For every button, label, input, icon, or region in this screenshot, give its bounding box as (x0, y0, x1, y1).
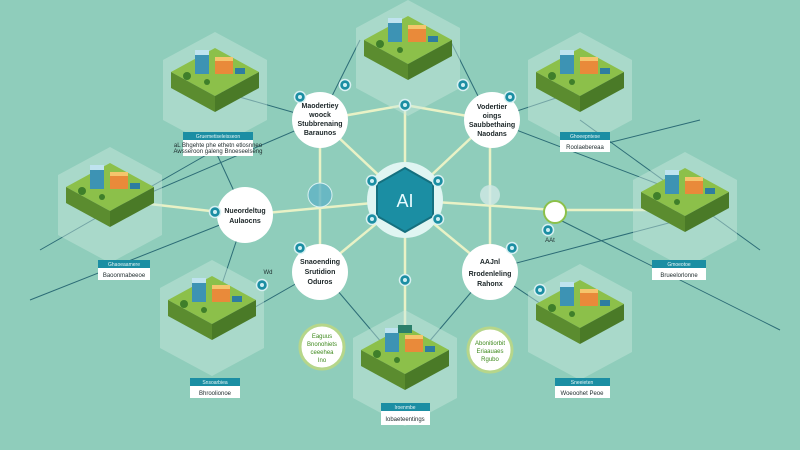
circle-text: Stubbrenaing (297, 121, 342, 128)
tile-label: Iroenmbe Iobaeteentings (381, 403, 430, 425)
tile-label-text: Iobaeteentings (385, 417, 424, 423)
small-label: AAt (545, 238, 555, 244)
circle-text: woock (308, 112, 331, 119)
circle-text: Abonitiorbit (475, 341, 505, 347)
circle-text: Vodertier (477, 104, 507, 111)
tile-solar-field (528, 264, 632, 380)
nodes (208, 78, 567, 333)
circle-text: Snaoending (300, 259, 340, 266)
cloud-node-icon (307, 182, 333, 208)
ai-label: AI (396, 191, 413, 211)
circle-text: Rrodenleling (469, 271, 512, 278)
tile-label-text: aL Bhgehte phe ethetn etlosnneo (174, 143, 263, 149)
green-circle: Eaguus Bnonohiets ceeehea Ino (298, 323, 346, 371)
node-icon (431, 174, 445, 188)
tile-label: Snsoarbiea Bhroolionoe (190, 378, 240, 398)
tile-label-header: Gruemetiseleisseon (196, 134, 240, 140)
tile-label-header: Gmoeotoe (667, 262, 691, 268)
circle-text: Srutidion (305, 269, 336, 276)
circle-text: oings (483, 113, 502, 120)
ai-hub: AI (367, 162, 443, 238)
tile-label: Gmoeotoe Brueelorlonne (652, 260, 706, 280)
concept-circle: Maodertiey woock Stubbrenaing Baraunos (292, 92, 348, 148)
tile-label-text: Woeoohet Peoe (561, 391, 605, 397)
circle-text: Maodertiey (302, 103, 339, 110)
tile-label: Ghaoeaamere Baoonmabeeoe (98, 260, 150, 280)
tile-label: Sneeieten Woeoohet Peoe (555, 378, 610, 398)
tile-factory (58, 147, 162, 263)
circle-text: Rgubo (481, 357, 499, 363)
tile-label-text: Roolaebereaa (566, 145, 604, 151)
concept-circle: Nueordeltug Aulaocns (217, 187, 273, 243)
circle-text: Eriaauaes (476, 349, 503, 355)
circle-text: Baraunos (304, 130, 336, 137)
node-icon (398, 98, 412, 112)
circle-text: Ino (318, 358, 327, 364)
gear-node-icon (543, 200, 567, 224)
circle-text: ceeehea (310, 350, 334, 356)
circle-text: Naodans (477, 131, 507, 138)
node-icon (431, 212, 445, 226)
circle-text: Bnonohiets (307, 342, 337, 348)
tile-label: Gruemetiseleisseon aL Bhgehte phe ethetn… (174, 132, 263, 156)
tile-smart-city (163, 32, 267, 148)
node-icon (255, 278, 269, 292)
concept-circle: Snaoending Srutidion Oduros (292, 244, 348, 300)
circle-text: Nueordeltug (224, 208, 265, 215)
chip-icon (398, 325, 412, 333)
circle-text: AAJnl (480, 259, 500, 266)
node-icon (293, 90, 307, 104)
circle-text: Rahonx (477, 281, 503, 288)
tile-label-header: Ghaoeaamere (108, 262, 140, 268)
circle-text: Oduros (308, 279, 333, 286)
concept-circle: Vodertier oings Saubbethaing Naodans (464, 92, 520, 148)
green-circle: Abonitiorbit Eriaauaes Rgubo (466, 326, 514, 374)
node-icon (365, 174, 379, 188)
node-icon (365, 212, 379, 226)
tile-label-header: Snsoarbiea (202, 380, 228, 386)
node-icon (503, 90, 517, 104)
node-icon (293, 241, 307, 255)
tile-label-header: Iroenmbe (394, 405, 415, 411)
node-icon (456, 78, 470, 92)
node-icon (533, 283, 547, 297)
tile-label-text: Bhroolionoe (199, 391, 232, 397)
user-node-icon (480, 185, 500, 205)
node-icon (208, 205, 222, 219)
tile-farm (356, 0, 460, 116)
tile-tower (528, 32, 632, 148)
tile-label-text: Awsseroon galeng Bnoeseelseng (174, 149, 263, 155)
node-icon (541, 223, 555, 237)
tile-data-center (160, 260, 264, 376)
node-icon (338, 78, 352, 92)
circle-text: Eaguus (312, 334, 332, 340)
tile-label: Ghoeepntese Roolaebereaa (560, 132, 610, 152)
node-icon (505, 241, 519, 255)
tile-label-text: Brueelorlonne (660, 273, 698, 279)
tile-label-text: Baoonmabeeoe (103, 273, 146, 279)
tile-label-header: Ghoeepntese (570, 134, 600, 140)
small-label: Wd (264, 270, 273, 276)
circle-text: Saubbethaing (469, 122, 515, 129)
circle-text: Aulaocns (229, 218, 261, 225)
tile-label-header: Sneeieten (571, 380, 594, 386)
node-icon (398, 273, 412, 287)
concept-circle: AAJnl Rrodenleling Rahonx (462, 244, 518, 300)
